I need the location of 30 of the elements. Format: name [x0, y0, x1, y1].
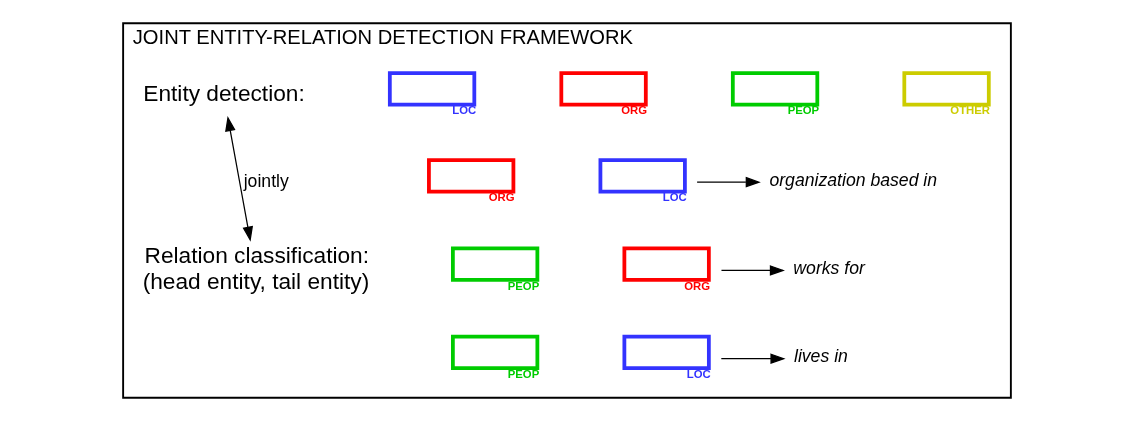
node-box: [730, 71, 820, 107]
arrow: [720, 353, 786, 364]
node-label: PEOP: [787, 104, 820, 117]
node-label: PEOP: [507, 367, 540, 380]
arrow: [720, 265, 785, 276]
node-text: lives in: [793, 346, 848, 367]
node-box: [451, 334, 540, 370]
node-label: ORG: [488, 191, 515, 204]
node-text: Entity detection:: [143, 79, 305, 106]
node-text: organization based in: [769, 169, 938, 190]
node-box: [598, 158, 687, 194]
node-box: [387, 71, 477, 107]
node-box: [427, 158, 516, 194]
node-box: [902, 71, 991, 107]
node-label: ORG: [684, 279, 711, 292]
node-label: LOC: [686, 367, 711, 380]
node-label: OTHER: [950, 104, 990, 117]
arrow: [696, 176, 761, 188]
node-label: LOC: [452, 104, 477, 117]
edge-label: jointly: [243, 170, 289, 191]
node-text: works for: [793, 257, 865, 278]
arrow: [225, 116, 253, 242]
node-box: [451, 246, 540, 282]
node-box: [559, 71, 648, 107]
node-label: PEOP: [507, 279, 540, 292]
node-label: LOC: [662, 191, 687, 204]
node-box: [622, 334, 711, 370]
node-text: Relation classification: (head entity, tail entity): [142, 242, 370, 294]
node-box: [622, 246, 711, 282]
node-label: ORG: [621, 104, 648, 117]
